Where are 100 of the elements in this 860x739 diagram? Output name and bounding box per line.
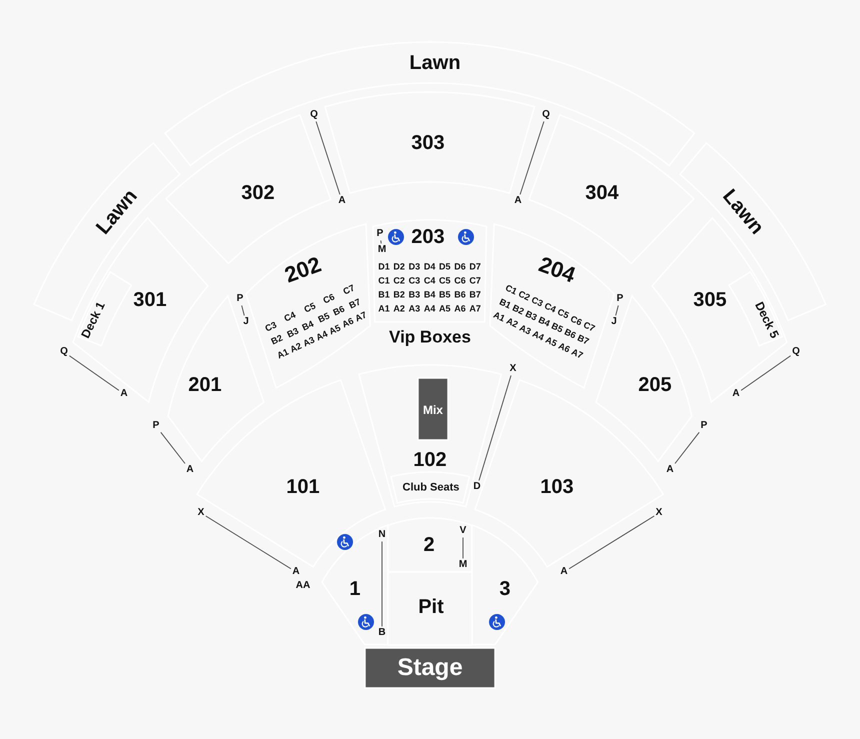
seat-label: B4 xyxy=(424,290,436,300)
tier-label: Vip Boxes xyxy=(389,328,471,346)
seat-label: C1 xyxy=(504,284,518,297)
seat-label: A5 xyxy=(439,304,451,314)
seat-label: C2 xyxy=(393,276,405,286)
seat-label: A1 xyxy=(276,347,290,360)
seat-label: A6 xyxy=(341,316,356,330)
seat-label: B4 xyxy=(536,316,552,328)
seat-label: C4 xyxy=(283,310,298,324)
row-letter: P xyxy=(700,421,708,431)
seat-label: D7 xyxy=(469,262,481,272)
row-range-line xyxy=(316,121,340,195)
row-range-line xyxy=(160,432,186,464)
seat-label: A6 xyxy=(556,341,571,354)
row-letter: J xyxy=(243,317,249,327)
seat-label: A5 xyxy=(544,335,558,348)
section-label: Club Seats xyxy=(402,482,460,494)
seat-label: B6 xyxy=(562,328,578,341)
section-label: 205 xyxy=(638,374,672,395)
row-letter: A xyxy=(666,465,674,475)
seat-label: C6 xyxy=(569,314,584,328)
row-range-line xyxy=(568,516,655,570)
section-label: 101 xyxy=(286,476,320,497)
section-label: Mix xyxy=(422,404,443,416)
seat-label: C6 xyxy=(322,292,336,306)
seat-label: A3 xyxy=(518,323,532,336)
row-letter: Q xyxy=(542,110,550,120)
seat-label: B2 xyxy=(270,334,284,347)
row-range-line xyxy=(380,240,382,244)
seat-label: B5 xyxy=(439,290,451,300)
seat-label: C6 xyxy=(454,276,466,286)
section-label: Pit xyxy=(418,597,444,617)
row-range-line xyxy=(241,305,245,316)
row-letter: A xyxy=(732,389,740,399)
row-range-line xyxy=(674,432,700,464)
row-range-line xyxy=(478,375,512,481)
seat-label: D2 xyxy=(393,262,405,272)
seat-label: A7 xyxy=(354,310,368,324)
seat-label: B3 xyxy=(286,326,300,340)
row-range-line xyxy=(462,537,464,559)
row-letter: P xyxy=(616,294,624,304)
section-label: 2 xyxy=(423,534,435,555)
section-label: 102 xyxy=(413,450,447,470)
row-range-line xyxy=(615,305,619,316)
seat-label: A3 xyxy=(302,335,316,348)
seat-label: A7 xyxy=(570,347,584,360)
row-letter: A xyxy=(120,389,128,399)
section-label: 301 xyxy=(133,290,167,310)
seat-label: C3 xyxy=(264,320,278,334)
seat-label: B5 xyxy=(316,312,331,325)
row-range-line xyxy=(520,121,544,195)
seat-label: C7 xyxy=(582,320,596,334)
seat-label: A4 xyxy=(530,329,545,342)
seat-label: A4 xyxy=(424,304,436,314)
row-letter: M xyxy=(378,244,386,255)
row-letter: P xyxy=(152,421,160,431)
row-letter: D xyxy=(473,482,481,492)
seat-label: C3 xyxy=(408,276,420,286)
seat-label: C4 xyxy=(424,276,436,286)
seat-label: A1 xyxy=(492,310,506,324)
seat-label: D5 xyxy=(439,262,451,272)
seat-label: A7 xyxy=(469,304,481,314)
seat-label: B3 xyxy=(524,309,538,322)
row-letter: P xyxy=(236,294,244,304)
section-label: 304 xyxy=(585,182,619,203)
seat-label: D6 xyxy=(454,262,466,272)
seat-label: C3 xyxy=(530,296,544,309)
seat-label: B7 xyxy=(469,290,481,300)
seat-label: B2 xyxy=(393,290,405,300)
seat-label: A6 xyxy=(454,304,466,314)
seat-label: C5 xyxy=(302,302,317,315)
seat-label: A4 xyxy=(315,329,330,342)
seat-label: C7 xyxy=(342,284,356,297)
seat-label: C1 xyxy=(378,276,390,286)
seat-label: C7 xyxy=(469,276,481,286)
section-label: 3 xyxy=(499,578,511,599)
section-label: 203 xyxy=(411,226,445,247)
row-letter: A xyxy=(186,465,194,475)
section-label: 302 xyxy=(241,182,275,203)
seat-label: B1 xyxy=(378,290,390,300)
row-letter: M xyxy=(458,560,468,570)
seat-label: B5 xyxy=(550,322,564,335)
seat-label: D4 xyxy=(424,262,436,272)
seat-label: C5 xyxy=(439,276,451,286)
seat-label: B2 xyxy=(510,303,526,316)
seat-label: C5 xyxy=(556,308,570,321)
row-letter: X xyxy=(510,364,516,374)
row-letter: A xyxy=(292,567,300,577)
seat-label: B1 xyxy=(498,297,512,310)
seat-label: B4 xyxy=(301,319,316,332)
seat-label: B6 xyxy=(332,304,346,318)
section-label: 202 xyxy=(282,253,324,287)
row-letter: Q xyxy=(792,347,800,357)
seat-label: B7 xyxy=(348,297,362,310)
row-letter: P xyxy=(376,228,384,239)
seat-label: A2 xyxy=(289,341,304,354)
row-range-line xyxy=(68,355,120,391)
seat-label: A2 xyxy=(504,316,519,330)
section-label: 305 xyxy=(693,290,727,310)
row-letter: Q xyxy=(310,110,318,120)
